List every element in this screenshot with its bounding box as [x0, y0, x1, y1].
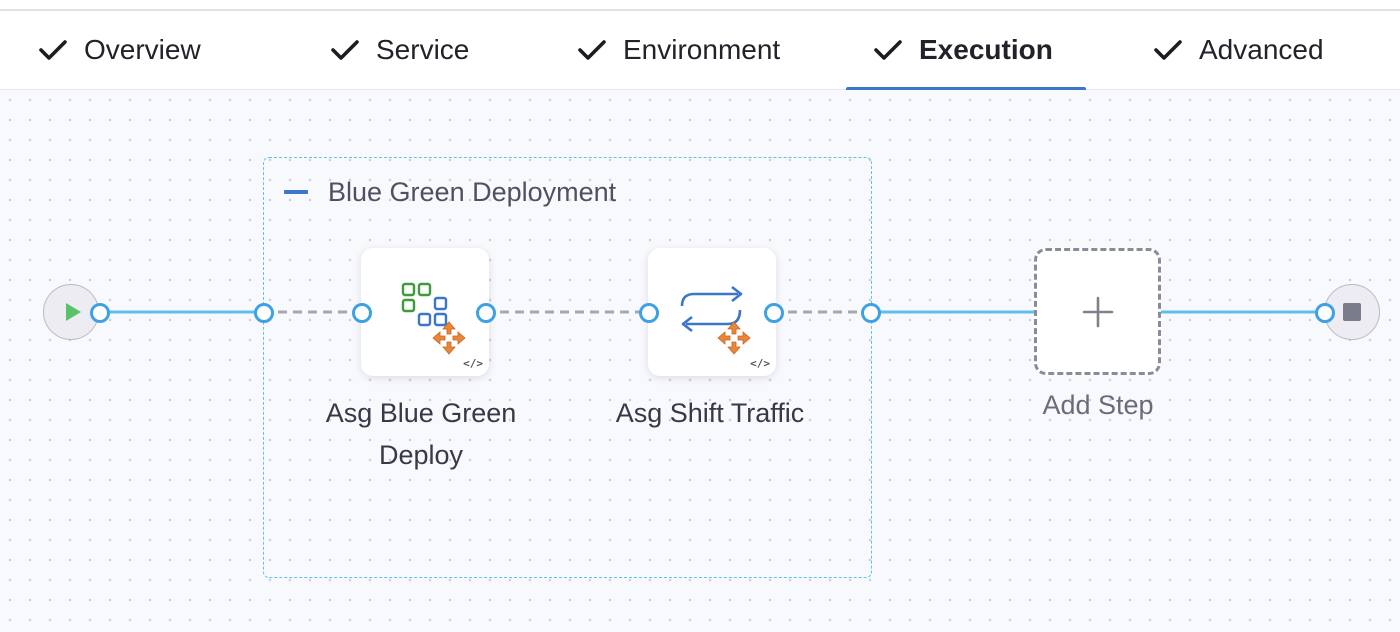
tab-service[interactable]: Service: [330, 11, 469, 89]
check-icon: [39, 40, 67, 60]
tab-label: Environment: [623, 34, 781, 65]
step-label-line: Asg Shift Traffic: [615, 398, 805, 428]
step-card-asg-blue-green-deploy[interactable]: </>: [361, 248, 489, 376]
step-group-header[interactable]: Blue Green Deployment: [284, 172, 616, 212]
step-label-line: Asg Blue Green: [325, 398, 517, 428]
tab-advanced[interactable]: Advanced: [1153, 11, 1324, 89]
tab-execution[interactable]: Execution: [873, 11, 1053, 89]
code-icon: </>: [750, 357, 770, 370]
play-icon: [66, 303, 81, 321]
check-icon: [578, 40, 606, 60]
pipeline-start-node[interactable]: [43, 284, 99, 340]
end-input-port[interactable]: [1315, 303, 1335, 323]
tab-label: Service: [376, 34, 470, 65]
asg-blue-green-deploy-icon: [401, 282, 466, 355]
asg-shift-traffic-icon: [680, 285, 751, 355]
tab-overview[interactable]: Overview: [38, 11, 201, 89]
group-input-port[interactable]: [254, 303, 274, 323]
step-label-asg-blue-green-deploy: Asg Blue Green Deploy: [300, 392, 542, 476]
step2-output-port[interactable]: [764, 303, 784, 323]
start-output-port[interactable]: [90, 303, 110, 323]
step-group-container: [263, 157, 872, 578]
add-step-label: Add Step: [1042, 390, 1154, 420]
tab-environment[interactable]: Environment: [577, 11, 780, 89]
tab-label: Overview: [84, 34, 201, 65]
check-icon: [1154, 40, 1182, 60]
stop-icon: [1343, 303, 1361, 321]
top-border: [0, 0, 1400, 11]
step-label-asg-shift-traffic: Asg Shift Traffic: [580, 392, 840, 434]
check-icon: [331, 40, 359, 60]
step-label-line: Deploy: [378, 440, 464, 470]
tab-label: Advanced: [1199, 34, 1324, 65]
wizard-tab-bar: Overview Service Environment Execution A…: [0, 11, 1400, 90]
plus-icon: [1082, 296, 1113, 327]
group-output-port[interactable]: [861, 303, 881, 323]
add-step-button[interactable]: [1034, 248, 1161, 375]
step1-output-port[interactable]: [476, 303, 496, 323]
check-icon: [874, 40, 902, 60]
tab-label: Execution: [919, 34, 1053, 65]
step2-input-port[interactable]: [639, 303, 659, 323]
code-icon: </>: [463, 357, 483, 370]
step-group-title: Blue Green Deployment: [328, 176, 617, 207]
collapse-icon[interactable]: [284, 190, 308, 194]
step1-input-port[interactable]: [352, 303, 372, 323]
step-card-asg-shift-traffic[interactable]: </>: [648, 248, 776, 376]
active-tab-indicator: [846, 87, 1086, 92]
